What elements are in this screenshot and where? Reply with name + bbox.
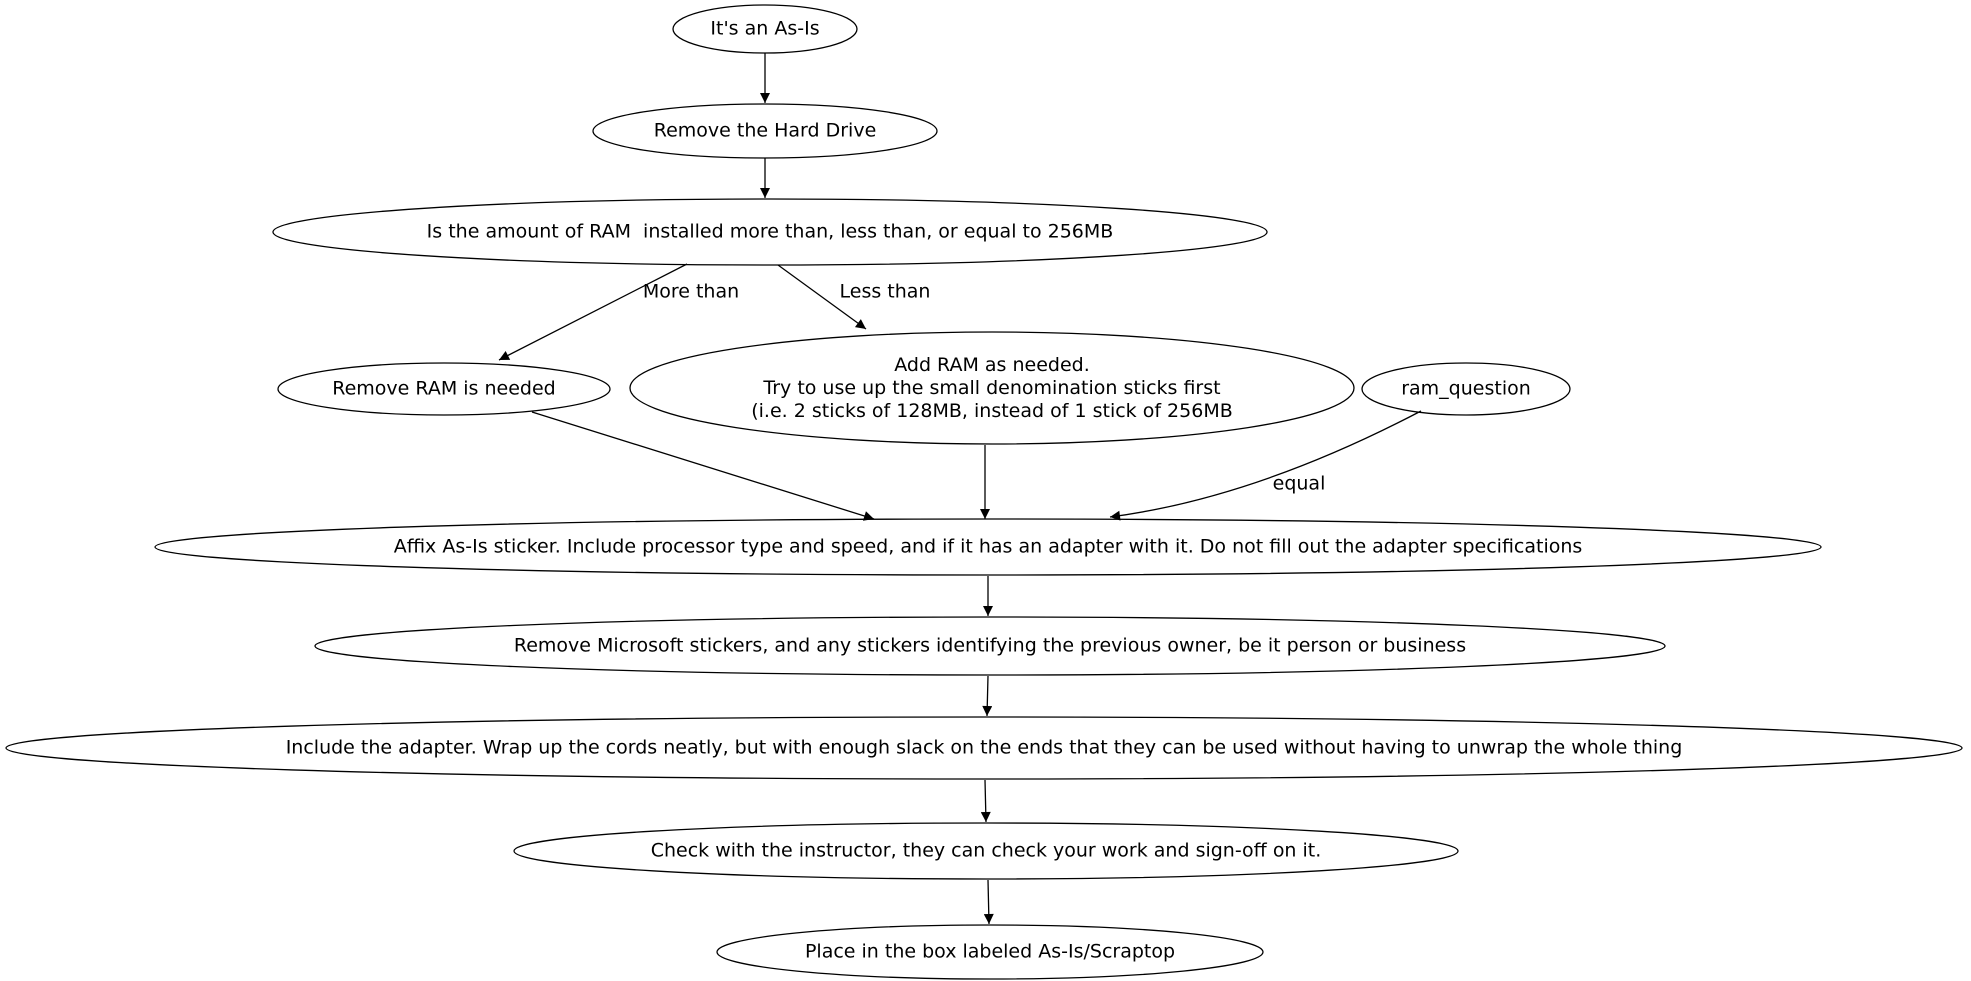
node-ellipse-ram-amount — [272, 198, 1268, 266]
node-ellipse-affix — [154, 518, 1822, 576]
node-ellipse-adapter — [5, 716, 1963, 780]
node-ellipse-as-is — [672, 4, 858, 54]
node-ellipse-add-ram — [629, 331, 1355, 445]
node-ellipse-remove-ram — [277, 362, 611, 416]
edge-adapter-to-check — [980, 779, 991, 823]
node-ellipse-place — [716, 924, 1264, 980]
edge-removems-to-adapter — [982, 675, 993, 717]
edge-lessthan — [777, 264, 867, 330]
node-ellipse-remove-ms — [314, 616, 1666, 676]
edge-check-to-place — [983, 879, 994, 925]
node-ellipse-ram-question — [1361, 362, 1571, 416]
edge-equal — [1109, 410, 1422, 521]
node-ellipse-remove-hdd — [592, 103, 938, 159]
edge-morethan — [498, 263, 688, 361]
node-ellipse-check — [513, 822, 1459, 880]
edge-removeram-to-affix — [531, 411, 875, 521]
